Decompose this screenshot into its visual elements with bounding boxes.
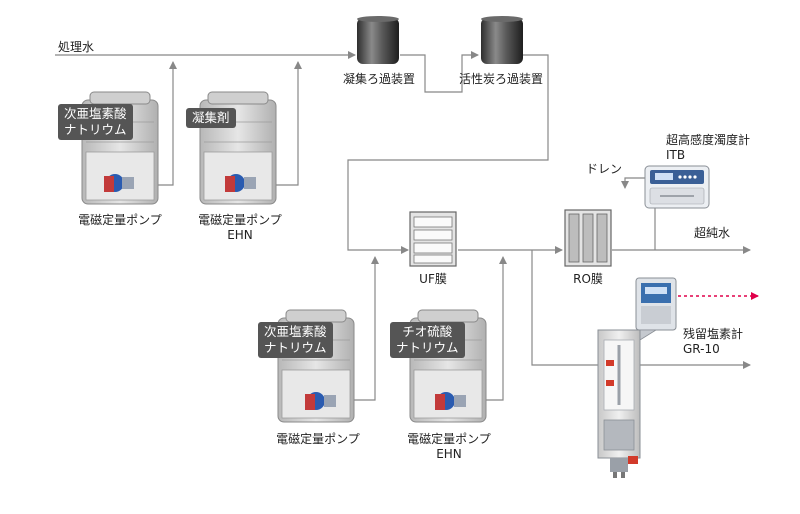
pump2-chemical-tag: 凝集剤 [186, 108, 236, 128]
line-drain [621, 177, 645, 189]
pump4-chemical-line2: ナトリウム [396, 340, 459, 355]
pump3-chemical-line1: 次亜塩素酸 [264, 324, 327, 339]
pump1-chemical-line1: 次亜塩素酸 [64, 106, 127, 121]
pump2-chemical-line1: 凝集剤 [192, 110, 230, 125]
label-chlorine-model: GR-10 [683, 342, 720, 356]
coag-filter-unit [357, 16, 399, 64]
pump2-name: 電磁定量ポンプ [198, 213, 282, 227]
label-ultrapure: 超純水 [694, 226, 731, 240]
turbidity-meter-device [644, 165, 710, 209]
line-to-chlorine [531, 250, 751, 369]
line-coag-to-carbon [400, 51, 479, 93]
pump1-chemical-tag: 次亜塩素酸 ナトリウム [58, 104, 133, 140]
pump4-chemical-line1: チオ硫酸 [402, 324, 453, 339]
label-ro: RO膜 [573, 272, 603, 286]
label-treated-water: 処理水 [58, 40, 95, 54]
line-pump3-injection [345, 256, 379, 401]
label-turbidity-title: 超高感度濁度計 [666, 133, 751, 147]
label-turbidity-model: ITB [666, 148, 686, 162]
label-coag-filter: 凝集ろ過装置 [342, 72, 416, 86]
label-chlorine-title: 残留塩素計 [683, 327, 744, 341]
pump3-name: 電磁定量ポンプ [276, 432, 360, 446]
label-drain: ドレン [586, 162, 623, 176]
carbon-filter-unit [481, 16, 523, 64]
ro-membrane-unit [564, 209, 612, 267]
label-carbon-filter: 活性炭ろ過装置 [458, 72, 544, 86]
pump3-chemical-tag: 次亜塩素酸 ナトリウム [258, 322, 333, 358]
pump1-chemical-line2: ナトリウム [64, 122, 127, 137]
pump4-name: 電磁定量ポンプ [407, 432, 491, 446]
chlorine-meter-device [597, 277, 677, 478]
uf-membrane-unit [409, 211, 457, 267]
pump3-chemical-line2: ナトリウム [264, 340, 327, 355]
line-carbon-to-uf [347, 54, 549, 254]
pump1-name: 電磁定量ポンプ [78, 213, 162, 227]
pump2-model: EHN [227, 228, 253, 242]
label-uf: UF膜 [419, 272, 447, 286]
flow-lines [55, 51, 751, 401]
pump4-model: EHN [436, 447, 462, 461]
pump4-chemical-tag: チオ硫酸 ナトリウム [390, 322, 465, 358]
